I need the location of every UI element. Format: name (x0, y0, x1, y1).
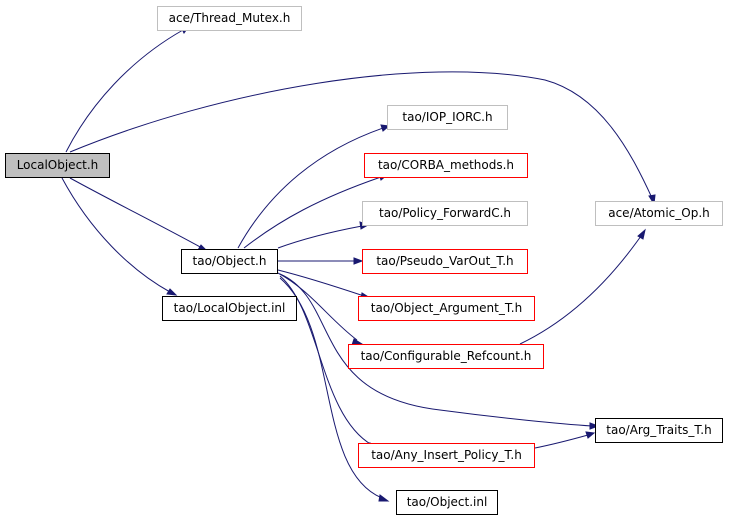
edge-object-to-iop-iorc (237, 127, 384, 249)
node-tao-object-inl[interactable]: tao/Object.inl (396, 490, 498, 515)
node-tao-arg-traits-t-h[interactable]: tao/Arg_Traits_T.h (595, 418, 723, 443)
edge-object-to-object-inl (279, 277, 383, 499)
edge-object-to-object-argument (277, 269, 365, 297)
node-ace-thread-mutex-h[interactable]: ace/Thread_Mutex.h (157, 6, 302, 31)
edge-object-to-corba-methods (243, 176, 382, 249)
edge-object-to-configurable-refcount (277, 272, 358, 341)
node-ace-atomic-op-h[interactable]: ace/Atomic_Op.h (595, 201, 723, 226)
edge-any-insert-policy-to-arg-traits (534, 434, 589, 449)
node-tao-configurable-refcount-h[interactable]: tao/Configurable_Refcount.h (348, 344, 544, 369)
edge-localobject-to-thread-mutex (65, 29, 184, 153)
node-tao-object-h[interactable]: tao/Object.h (181, 249, 278, 274)
node-tao-iop-iorc-h[interactable]: tao/IOP_IORC.h (387, 105, 508, 130)
node-tao-corba-methods-h[interactable]: tao/CORBA_methods.h (364, 153, 528, 178)
node-tao-object-argument-t-h[interactable]: tao/Object_Argument_T.h (358, 296, 535, 321)
arrowhead-localobject-inl (166, 288, 178, 296)
arrowhead-atomic-op-from-refcount (637, 228, 646, 240)
node-tao-pseudo-varout-t-h[interactable]: tao/Pseudo_VarOut_T.h (362, 249, 528, 274)
edge-localobject-to-atomic-op (69, 71, 653, 199)
node-tao-any-insert-policy-t-h[interactable]: tao/Any_Insert_Policy_T.h (358, 443, 535, 468)
node-tao-policy-forwardc-h[interactable]: tao/Policy_ForwardC.h (362, 201, 528, 226)
arrowhead-pseudo-varout (353, 257, 364, 265)
arrowhead-object-inl (378, 494, 390, 502)
node-tao-localobject-inl[interactable]: tao/LocalObject.inl (162, 296, 297, 321)
edge-localobject-to-localobject-inl (61, 177, 171, 293)
node-localobject-h: LocalObject.h (5, 153, 110, 178)
edge-object-to-policy-forwardc (277, 225, 363, 249)
edge-localobject-to-object-h (69, 177, 203, 249)
arrowhead-arg-traits-from-any-insert (585, 431, 596, 439)
edge-object-to-arg-traits (279, 273, 593, 427)
edge-configurable-refcount-to-atomic-op (519, 235, 642, 345)
arrowhead-arg-traits (589, 422, 600, 430)
